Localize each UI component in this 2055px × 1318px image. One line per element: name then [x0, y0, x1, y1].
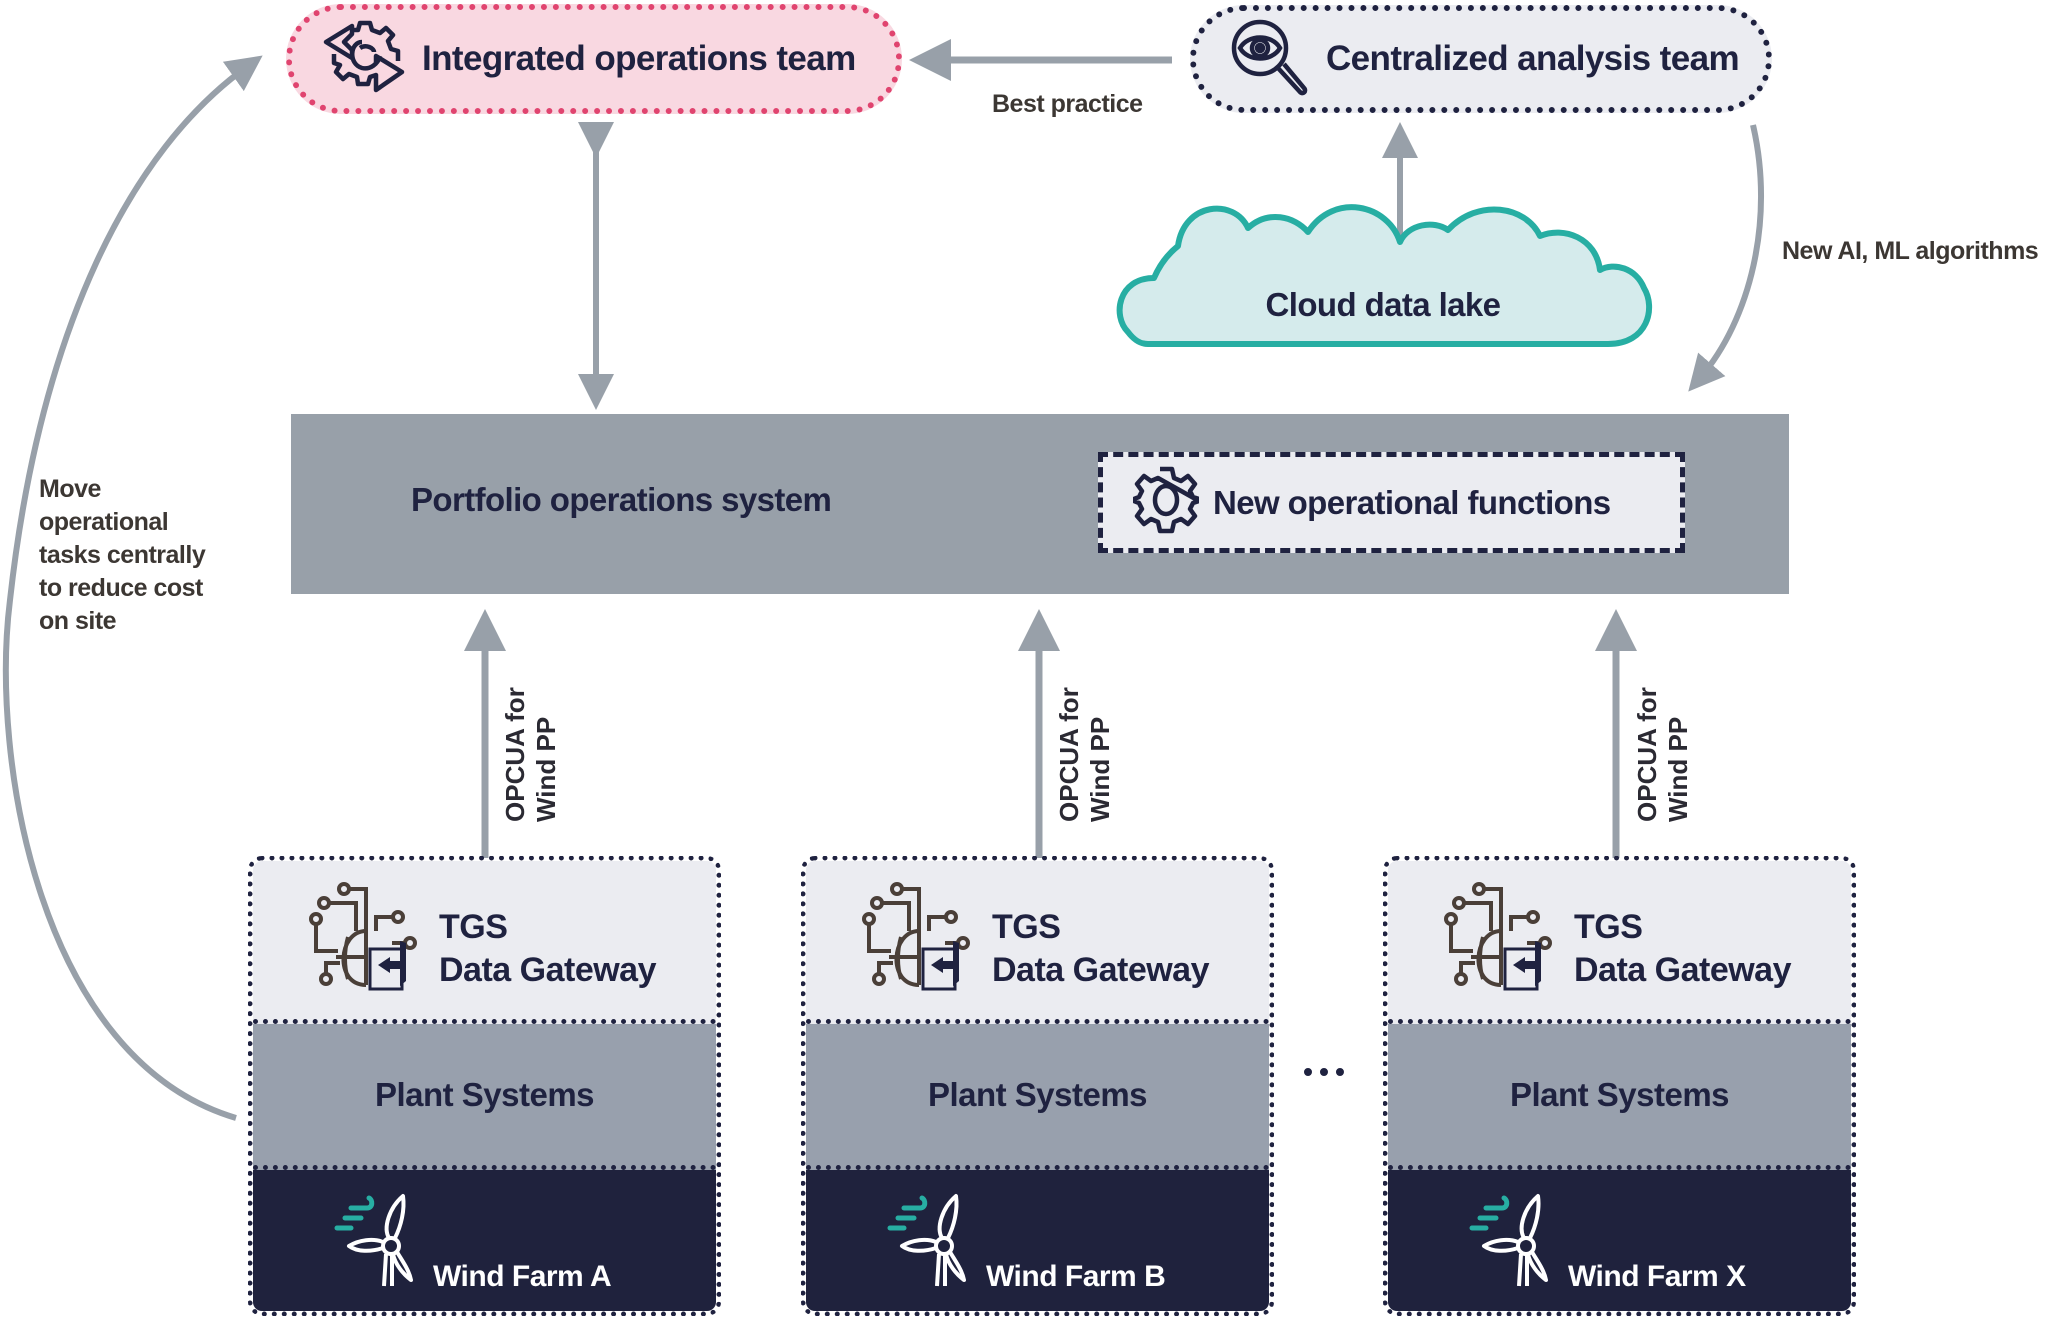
wind-farm-column-a: TGS Data Gateway Plant Systems Wind Farm…	[248, 856, 721, 1316]
data-gateway-icon	[309, 882, 417, 991]
cloud-data-lake[interactable]: Cloud data lake	[1108, 198, 1658, 350]
plant-systems-label: Plant Systems	[927, 1075, 1148, 1113]
move-tasks-note-line: on site	[39, 607, 117, 635]
tgs-data-gateway[interactable]: TGS Data Gateway	[253, 861, 716, 1024]
cloud-data-lake-label: Cloud data lake	[1265, 286, 1502, 323]
tgs-data-gateway[interactable]: TGS Data Gateway	[1388, 861, 1851, 1024]
tgs-label: TGS	[1574, 908, 1643, 946]
tgs-label: TGS	[439, 908, 508, 946]
move-tasks-note-line: Move	[39, 475, 101, 503]
wind-farm-panel[interactable]: Wind Farm X	[1388, 1170, 1851, 1311]
portfolio-operations-system[interactable]: Portfolio operations system New operatio…	[291, 414, 1789, 594]
integrated-operations-team-label: Integrated operations team	[422, 39, 856, 78]
more-farms-ellipsis	[1304, 1068, 1344, 1086]
integrated-operations-team[interactable]: Integrated operations team	[286, 4, 902, 114]
data-gateway-icon	[862, 882, 970, 991]
plant-systems[interactable]: Plant Systems	[253, 1024, 716, 1170]
centralized-analysis-team[interactable]: Centralized analysis team	[1190, 5, 1772, 113]
gear-icon	[1131, 466, 1202, 539]
move-tasks-note-line: operational	[39, 508, 169, 536]
opcua-label-line: Wind PP	[1663, 716, 1693, 822]
wind-farm-label: Wind Farm X	[1568, 1260, 1746, 1293]
wind-farm-label: Wind Farm A	[433, 1260, 612, 1293]
cloud-shape	[1116, 204, 1653, 347]
data-gateway-icon	[1444, 882, 1552, 991]
wind-farm-panel[interactable]: Wind Farm B	[806, 1170, 1269, 1311]
opcua-label-line: Wind PP	[1085, 716, 1115, 822]
data-gateway-label: Data Gateway	[439, 951, 657, 989]
tgs-label: TGS	[992, 908, 1061, 946]
move-tasks-note: Move operational tasks centrally to redu…	[39, 473, 206, 638]
plant-systems-label: Plant Systems	[1509, 1075, 1730, 1113]
opcua-label-line: OPCUA for	[1632, 687, 1662, 822]
wind-farm-label: Wind Farm B	[986, 1260, 1166, 1293]
gear-arrows-icon	[322, 20, 406, 99]
opcua-label-line: OPCUA for	[500, 687, 530, 822]
opcua-label-line: Wind PP	[531, 716, 561, 822]
opcua-label-line: OPCUA for	[1054, 687, 1084, 822]
plant-systems-label: Plant Systems	[374, 1075, 595, 1113]
new-operational-functions-label: New operational functions	[1213, 483, 1611, 521]
wind-turbine-icon	[334, 1194, 413, 1287]
best-practice-label: Best practice	[992, 90, 1143, 118]
eye-magnifier-icon	[1230, 16, 1310, 103]
opcua-label-b: OPCUA for Wind PP	[1054, 682, 1124, 822]
new-algorithms-arrow	[1688, 124, 1765, 392]
data-gateway-label: Data Gateway	[1574, 951, 1792, 989]
wind-turbine-icon	[1469, 1194, 1548, 1287]
opcua-label-a: OPCUA for Wind PP	[500, 682, 570, 822]
move-tasks-note-line: tasks centrally	[39, 541, 206, 569]
data-gateway-label: Data Gateway	[992, 951, 1210, 989]
wind-farm-column-x: TGS Data Gateway Plant Systems Wind Farm…	[1383, 856, 1856, 1316]
new-algorithms-label: New AI, ML algorithms	[1782, 237, 2039, 265]
opcua-label-x: OPCUA for Wind PP	[1632, 682, 1702, 822]
move-tasks-arrow	[2, 55, 263, 1121]
tgs-data-gateway[interactable]: TGS Data Gateway	[806, 861, 1269, 1024]
plant-systems[interactable]: Plant Systems	[1388, 1024, 1851, 1170]
wind-farm-column-b: TGS Data Gateway Plant Systems Wind Farm…	[801, 856, 1274, 1316]
move-tasks-note-line: to reduce cost	[39, 574, 203, 602]
wind-turbine-icon	[887, 1194, 966, 1287]
wind-farm-panel[interactable]: Wind Farm A	[253, 1170, 716, 1311]
new-operational-functions[interactable]: New operational functions	[1098, 452, 1685, 553]
plant-systems[interactable]: Plant Systems	[806, 1024, 1269, 1170]
portfolio-operations-system-label: Portfolio operations system	[411, 481, 832, 518]
centralized-analysis-team-label: Centralized analysis team	[1326, 39, 1740, 78]
